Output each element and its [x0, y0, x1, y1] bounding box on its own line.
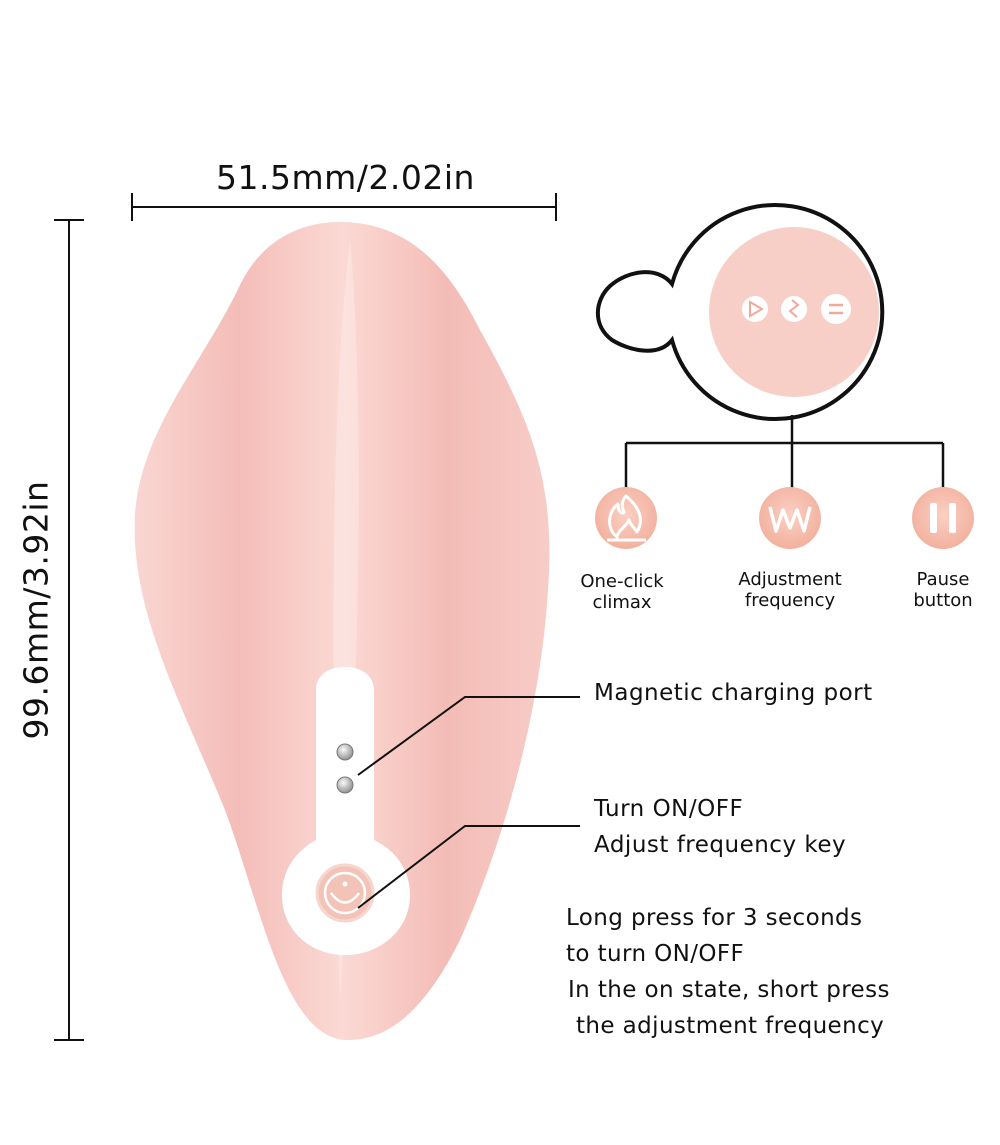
pause-button-label: Pause button: [893, 569, 993, 611]
instruction-line: In the on state, short press: [568, 977, 890, 1003]
callout-lines: [357, 696, 580, 909]
control-panel: [282, 667, 410, 955]
width-dimension-label: 51.5mm/2.02in: [216, 158, 475, 197]
label-line: Pause: [916, 569, 970, 590]
height-dimension-label: 99.6mm/3.92in: [16, 480, 56, 740]
remote-mini-buttons: [742, 294, 851, 324]
power-key-label-line2: Adjust frequency key: [594, 832, 847, 858]
remote-connector-lines: [624, 415, 945, 488]
adjustment-frequency-label: Adjustment frequency: [720, 569, 860, 611]
label-line: button: [913, 590, 973, 611]
power-key-label-line1: Turn ON/OFF: [594, 796, 744, 822]
instruction-line: Long press for 3 seconds: [566, 905, 863, 931]
remote-outline: [595, 203, 885, 421]
instruction-line: the adjustment frequency: [576, 1013, 885, 1039]
product-body: [134, 222, 550, 1040]
instruction-line: to turn ON/OFF: [566, 941, 745, 967]
label-line: Adjustment: [738, 569, 842, 590]
wave-icon: [759, 487, 821, 549]
one-click-climax-label: One-click climax: [562, 571, 682, 613]
pause-icon: [912, 487, 974, 549]
usage-instructions: Long press for 3 seconds to turn ON/OFF …: [566, 900, 890, 1044]
label-line: frequency: [744, 590, 836, 611]
label-line: climax: [592, 592, 652, 613]
label-line: One-click: [580, 571, 664, 592]
charging-contacts: [336, 743, 354, 794]
power-button: [315, 863, 375, 923]
height-dimension-line: [54, 219, 84, 1041]
width-dimension-line: [131, 193, 557, 221]
flame-icon: [595, 487, 657, 549]
charging-port-label: Magnetic charging port: [594, 680, 873, 706]
